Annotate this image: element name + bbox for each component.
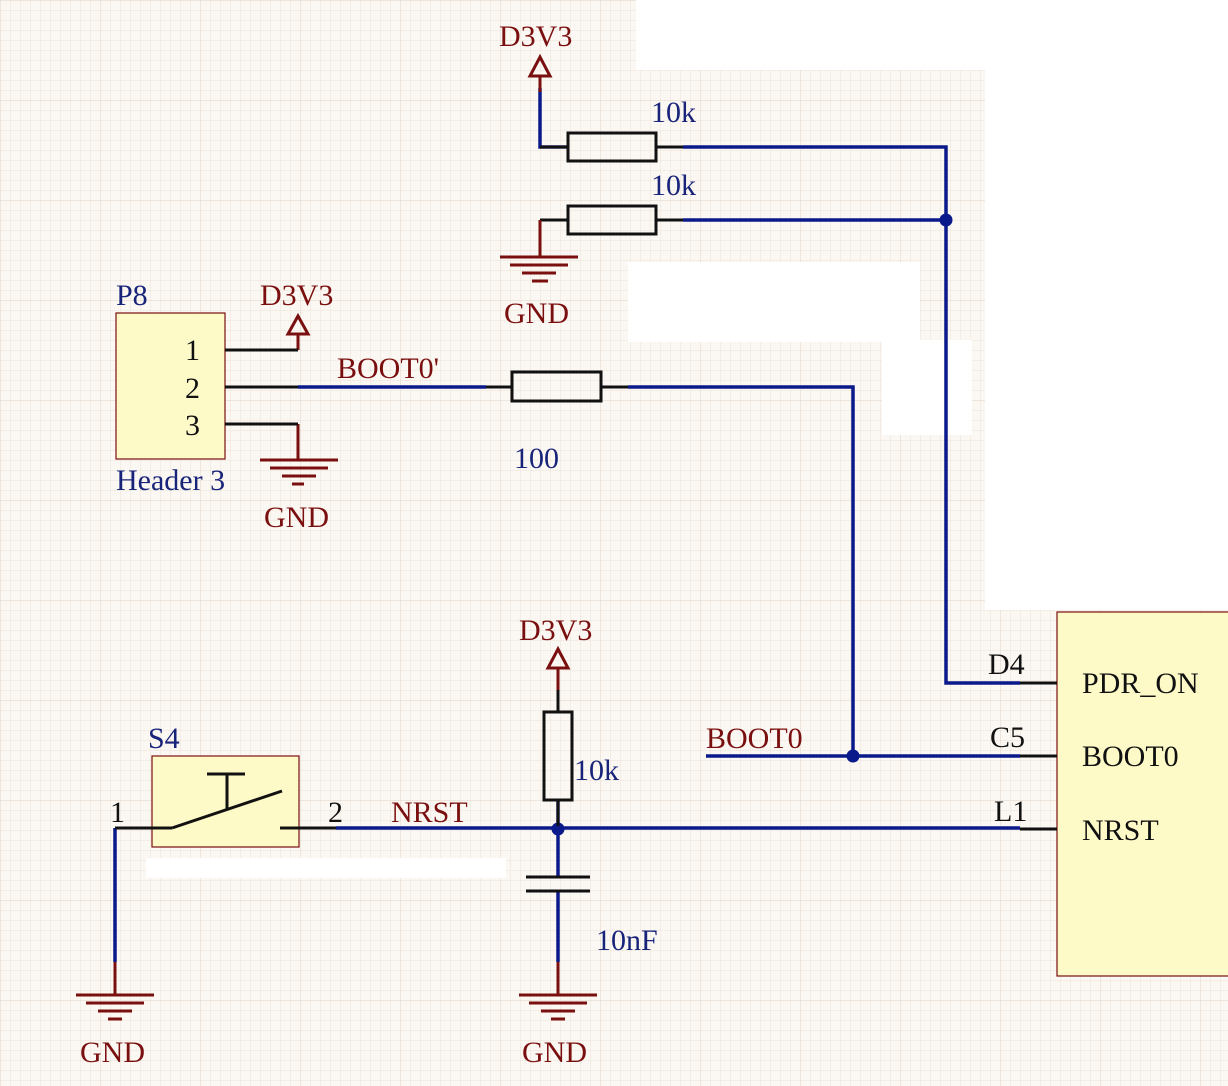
resistor-nrst-value: 10k (574, 754, 619, 787)
header-p8[interactable] (115, 312, 298, 460)
resistor-pdr2[interactable] (540, 204, 683, 236)
junction-pdr (939, 213, 953, 227)
header-pin-3-number: 3 (185, 409, 200, 442)
switch-actuator-arm (171, 789, 283, 830)
junctions (551, 213, 953, 836)
resistor-body (566, 131, 658, 163)
ic-pin-l1-number: L1 (994, 795, 1027, 828)
resistor-body (542, 710, 574, 802)
power-gnd-r2-label: GND (504, 297, 569, 330)
resistor-pdr[interactable] (540, 131, 683, 163)
ic-body (1056, 611, 1228, 977)
resistor-boot[interactable] (486, 370, 628, 403)
power-d3v3-reset[interactable] (545, 645, 571, 690)
ic-pin-d4-name: PDR_ON (1082, 667, 1199, 700)
junction-nrst (551, 822, 565, 836)
wire-r-boot-to-boot0 (628, 385, 855, 756)
header-type: Header 3 (116, 464, 225, 497)
junction-boot0 (846, 749, 860, 763)
ic-pin-l1-name: NRST (1082, 814, 1159, 847)
switch-pin-1-number: 1 (110, 796, 125, 829)
header-body (115, 312, 226, 460)
power-d3v3-top-label: D3V3 (499, 20, 572, 53)
power-d3v3-reset-label: D3V3 (519, 614, 592, 647)
power-d3v3-header-label: D3V3 (260, 279, 333, 312)
resistor-nrst[interactable] (542, 688, 574, 826)
masked-areas (146, 0, 1228, 878)
power-gnd-switch[interactable] (76, 962, 154, 1021)
net-label-boot0: BOOT0 (706, 722, 803, 755)
power-d3v3-header[interactable] (285, 312, 311, 350)
resistor-pdr-value: 10k (651, 96, 696, 129)
ic-pin-c5-number: C5 (990, 721, 1025, 754)
power-gnd-cap-label: GND (522, 1036, 587, 1069)
ic-pin-c5-name: BOOT0 (1082, 740, 1179, 773)
switch-designator: S4 (148, 722, 180, 755)
resistor-body (566, 204, 658, 236)
resistor-pdr2-value: 10k (651, 169, 696, 202)
resistor-boot-value: 100 (514, 442, 559, 475)
power-gnd-cap[interactable] (519, 962, 597, 1021)
switch-pin-2-number: 2 (328, 796, 343, 829)
capacitor[interactable] (526, 875, 590, 893)
power-gnd-switch-label: GND (80, 1036, 145, 1069)
net-label-boot0-prime: BOOT0' (337, 352, 439, 385)
power-gnd-header[interactable] (260, 424, 338, 486)
power-d3v3-top[interactable] (527, 53, 553, 92)
ic-pin-d4-number: D4 (988, 648, 1025, 681)
mcu-ic[interactable] (1020, 611, 1228, 977)
wire-r-pdr-to-pdr-on (683, 145, 1020, 685)
net-label-nrst: NRST (391, 796, 468, 829)
switch-s4[interactable] (115, 755, 336, 848)
power-gnd-header-label: GND (264, 501, 329, 534)
header-pin-2-number: 2 (185, 372, 200, 405)
header-designator: P8 (116, 279, 148, 312)
header-pin-1-number: 1 (185, 334, 200, 367)
resistor-body (510, 370, 603, 403)
capacitor-value: 10nF (596, 924, 658, 957)
power-gnd-r2[interactable] (500, 220, 578, 283)
